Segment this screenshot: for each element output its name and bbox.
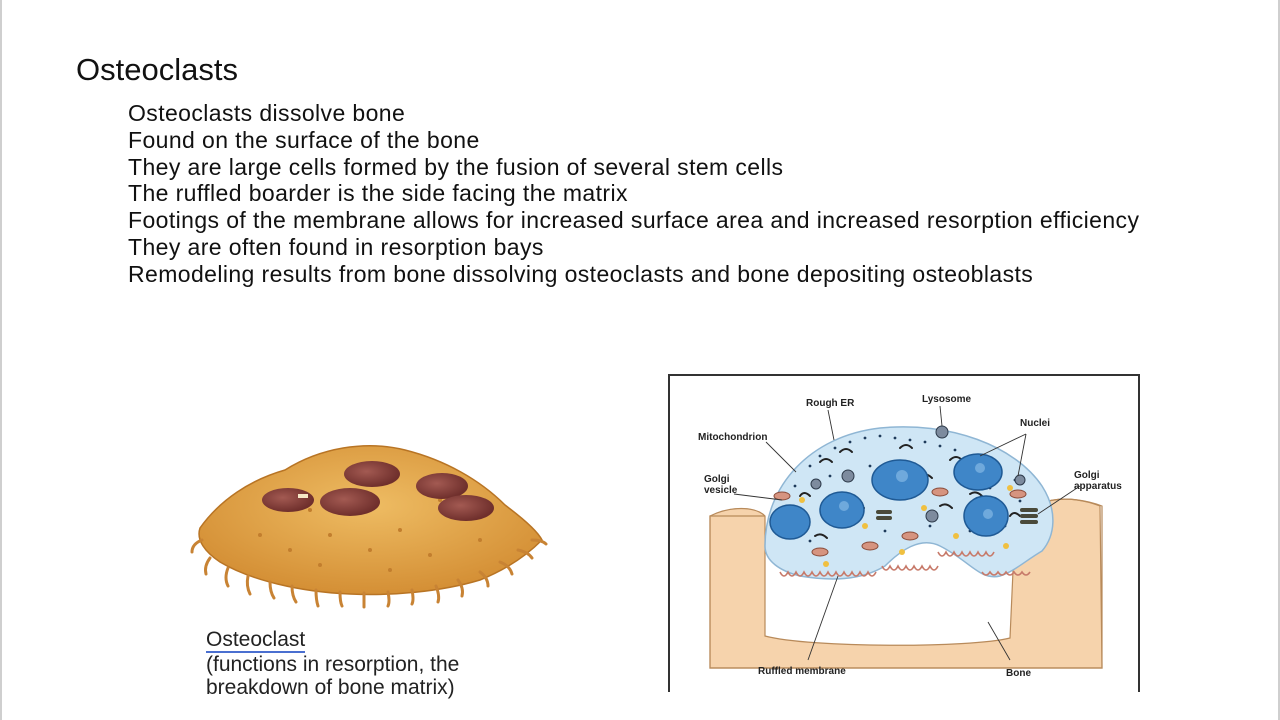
bullet-item: Found on the surface of the bone [128,126,480,153]
bullet-item: They are large cells formed by the fusio… [128,153,784,180]
label-golgi-vesicle-line: Golgi [704,474,730,485]
nucleus-blue [769,504,811,540]
rough-er [799,444,1021,539]
caption-line: breakdown of bone matrix) [206,676,455,699]
label-golgi-vesicle: Golgi vesicle [704,474,737,496]
leader-lines [733,405,1081,661]
nucleus [320,488,380,516]
bullet-item: Osteoclasts dissolve bone [128,100,406,126]
bullet-item: Remodeling results from bone dissolving … [128,260,1034,287]
golgi-apparatus [876,508,1038,524]
osteoclast-cell-svg [190,445,548,609]
mitochondria [773,487,1027,557]
label-golgi-apparatus: Golgi apparatus [1074,470,1122,492]
label-bone: Bone [1006,668,1031,679]
osteoclast-diagram: Rough ER Lysosome Mitochondrion Nuclei G… [668,374,1140,692]
label-ruffled-membrane: Ruffled membrane [758,666,846,677]
nuclei-group [769,453,1009,540]
label-golgi-apparatus-line: Golgi [1074,470,1100,481]
nucleus [416,473,468,499]
nucleus [344,461,400,487]
cytoplasm [764,426,1054,580]
figure-caption: Osteoclast (functions in resorption, the… [206,628,459,699]
lysosomes [810,425,1026,523]
caption-title: Osteoclast [206,628,306,653]
label-golgi-vesicle-line: vesicle [704,485,738,496]
label-mitochondrion: Mitochondrion [698,432,768,443]
slide-border-left [0,0,2,720]
label-golgi-apparatus-line: apparatus [1074,481,1122,492]
caption-line: (functions in resorption, the [206,653,460,676]
label-rough-er: Rough ER [806,398,855,409]
slide-border-right [1278,0,1280,720]
slide-title: Osteoclasts [76,52,238,87]
cell-villi [190,538,548,609]
label-lysosome: Lysosome [922,394,972,405]
bullet-list: Osteoclasts dissolve bone Found on the s… [128,100,1178,288]
bullet-item: The ruffled boarder is the side facing t… [128,180,628,207]
label-nuclei: Nuclei [1020,418,1051,429]
nucleus [438,495,494,521]
cell-texture [258,498,482,572]
golgi-vesicles [799,485,1013,567]
highlight [298,494,308,498]
bullet-item: Footings of the membrane allows for incr… [128,207,1140,234]
bullet-item: They are often found in resorption bays [128,233,544,260]
nucleus [262,488,314,512]
osteoclast-diagram-svg [709,405,1103,669]
ruffled-membrane [779,550,1031,577]
osteoclast-illustration [190,440,550,610]
